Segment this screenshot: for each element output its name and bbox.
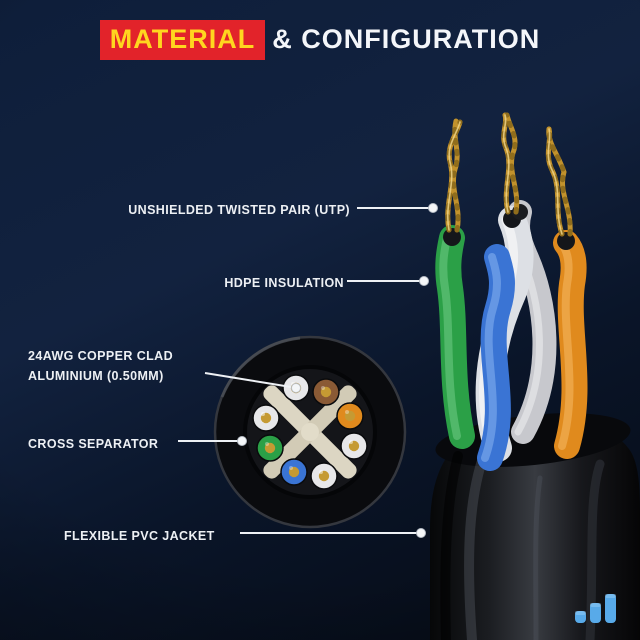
cross-section-diagram <box>213 335 407 529</box>
callout-dot-utp <box>428 203 438 213</box>
cross-section-wires <box>252 374 368 490</box>
label-copper-line2: ALUMINIUM (0.50MM) <box>28 369 164 383</box>
label-cross: CROSS SEPARATOR <box>28 437 159 451</box>
page-title: MATERIAL& CONFIGURATION <box>0 20 640 60</box>
cross-separator-shape <box>263 385 357 479</box>
callout-dot-copper <box>291 383 301 393</box>
callout-lines <box>178 207 429 534</box>
title-highlight: MATERIAL <box>99 20 266 60</box>
callout-dot-cross <box>237 436 247 446</box>
cable-illustration <box>430 112 640 640</box>
label-pvc: FLEXIBLE PVC JACKET <box>64 529 215 543</box>
callout-dots <box>237 203 438 538</box>
title-rest: & CONFIGURATION <box>272 24 541 54</box>
copper-conductors <box>445 112 573 237</box>
label-utp: UNSHIELDED TWISTED PAIR (UTP) <box>128 203 350 217</box>
label-copper-line1: 24AWG COPPER CLAD <box>28 349 174 363</box>
callout-dot-pvc <box>416 528 426 538</box>
label-copper: 24AWG COPPER CLAD ALUMINIUM (0.50MM) <box>28 346 173 386</box>
callout-dot-hdpe <box>419 276 429 286</box>
brand-logo-icon <box>575 594 616 623</box>
twisted-wires <box>435 200 588 471</box>
label-hdpe: HDPE INSULATION <box>224 276 344 290</box>
brand-logo <box>574 591 618 628</box>
callout-line-copper <box>204 372 292 388</box>
